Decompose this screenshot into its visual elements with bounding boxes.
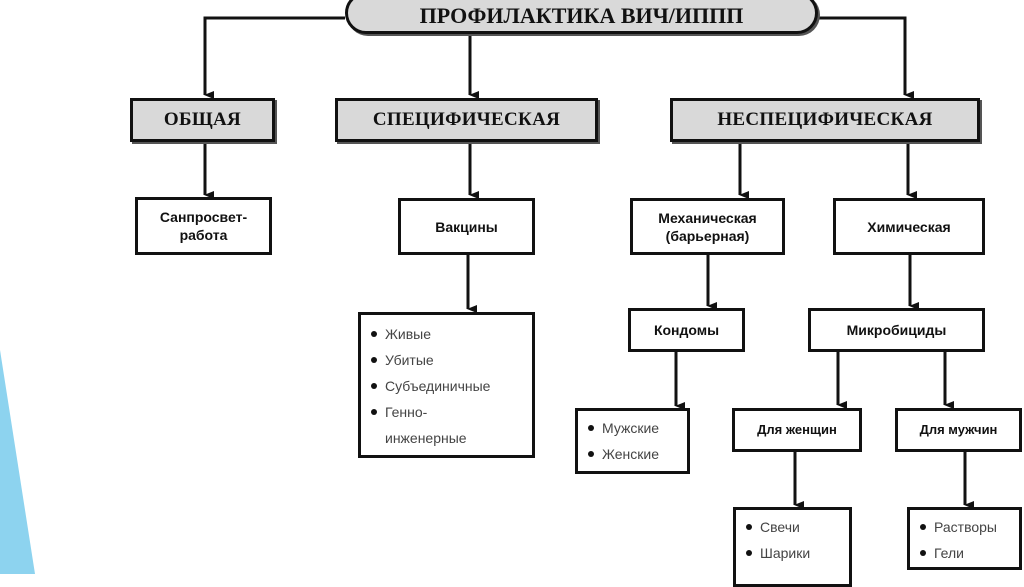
list-item: Женские: [586, 441, 679, 467]
node-for-women: Для женщин: [732, 408, 862, 452]
list-item: Субъединичные: [369, 373, 524, 399]
node-for-men: Для мужчин: [895, 408, 1022, 452]
node-vaccines: Вакцины: [398, 198, 535, 255]
list-item: Мужские: [586, 415, 679, 441]
list-item: Генно-: [369, 399, 524, 425]
decorative-blue-triangle: [0, 350, 35, 574]
list-item: Растворы: [918, 514, 1011, 540]
women-products-list: Свечи Шарики: [733, 507, 852, 587]
category-general: ОБЩАЯ: [130, 98, 275, 142]
node-condoms: Кондомы: [628, 308, 745, 352]
list-item: Шарики: [744, 540, 841, 566]
men-products-list: Растворы Гели: [907, 507, 1022, 570]
connector-arrows: [203, 16, 974, 509]
category-nonspecific: НЕСПЕЦИФИЧЕСКАЯ: [670, 98, 980, 142]
vaccine-types-list: Живые Убитые Субъединичные Генно- инжене…: [358, 312, 535, 458]
node-microbicides: Микробициды: [808, 308, 985, 352]
node-chemical: Химическая: [833, 198, 985, 255]
node-mechanical: Механическая (барьерная): [630, 198, 785, 255]
list-item: Убитые: [369, 347, 524, 373]
list-item: инженерные: [385, 430, 467, 446]
condom-types-list: Мужские Женские: [575, 408, 690, 474]
diagram-title: ПРОФИЛАКТИКА ВИЧ/ИППП: [345, 0, 818, 34]
node-health-education: Санпросвет- работа: [135, 197, 272, 255]
category-specific: СПЕЦИФИЧЕСКАЯ: [335, 98, 598, 142]
list-item: Живые: [369, 321, 524, 347]
list-item: Свечи: [744, 514, 841, 540]
list-item: Гели: [918, 540, 1011, 566]
